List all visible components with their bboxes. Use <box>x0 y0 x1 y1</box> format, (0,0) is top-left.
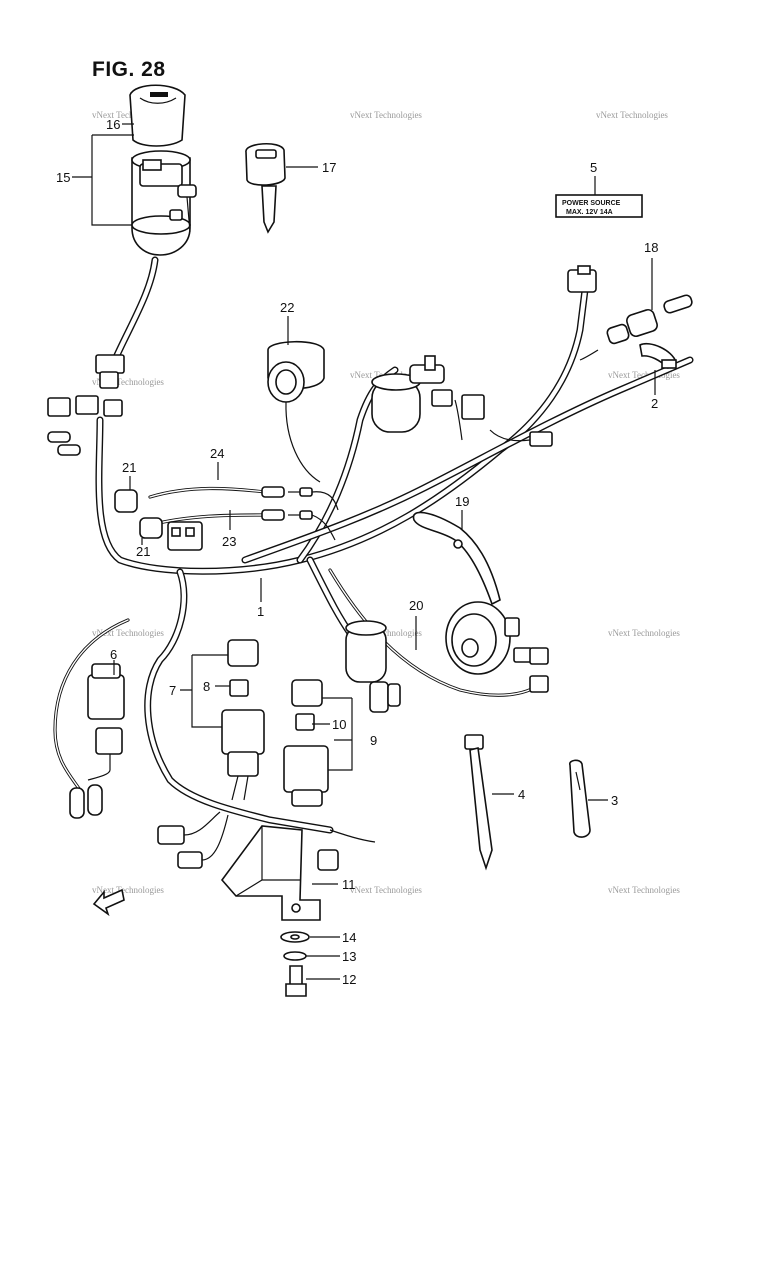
callout-7: 7 <box>169 683 176 698</box>
callout-15: 15 <box>56 170 70 185</box>
callout-10: 10 <box>332 717 346 732</box>
callout-2: 2 <box>651 396 658 411</box>
bottom-connectors <box>157 811 376 871</box>
horn-wire <box>328 568 547 697</box>
ignition-coil <box>371 355 485 441</box>
callout-22: 22 <box>280 300 294 315</box>
callout-6: 6 <box>110 647 117 662</box>
handlebar-clamp <box>267 340 325 483</box>
figure-title: FIG. 28 <box>92 58 166 81</box>
callout-8: 8 <box>203 679 210 694</box>
callout-3: 3 <box>611 793 618 808</box>
cable-tie-4 <box>464 734 493 871</box>
accessory-socket <box>567 265 693 361</box>
label-plate-line2: MAX. 12V 14A <box>566 209 613 216</box>
callout-23: 23 <box>222 534 236 549</box>
washer-13 <box>283 951 307 961</box>
callout-13: 13 <box>342 949 356 964</box>
condenser <box>345 620 401 713</box>
washer-14 <box>280 931 310 943</box>
forward-arrow-icon <box>92 888 125 917</box>
watermark: vNext Technologies <box>92 377 164 387</box>
callout-24: 24 <box>210 446 224 461</box>
relay <box>53 618 130 819</box>
watermark: vNext Technologies <box>608 370 680 380</box>
horn <box>412 511 533 675</box>
watermark: vNext Technologies <box>350 628 422 638</box>
ignition-key <box>245 143 286 234</box>
fuse-holder-set-9 <box>283 679 329 807</box>
callout-19: 19 <box>455 494 469 509</box>
watermark: vNext Technologies <box>350 885 422 895</box>
bolt-12 <box>285 965 307 997</box>
watermark: vNext Technologies <box>608 885 680 895</box>
power-source-label-plate: POWER SOURCE MAX. 12V 14A <box>555 194 643 218</box>
watermarks: vNext Technologies vNext Technologies vN… <box>92 110 680 895</box>
callout-9: 9 <box>370 733 377 748</box>
callout-21-top: 21 <box>122 460 136 475</box>
callout-4: 4 <box>518 787 525 802</box>
watermark: vNext Technologies <box>92 628 164 638</box>
label-plate-line1: POWER SOURCE <box>562 200 621 207</box>
callout-18: 18 <box>644 240 658 255</box>
mounting-bracket <box>220 825 321 921</box>
callout-17: 17 <box>322 160 336 175</box>
band-clip-3 <box>569 759 591 838</box>
harness-connectors-left <box>47 395 123 456</box>
watermark: vNext Technologies <box>608 628 680 638</box>
callout-14: 14 <box>342 930 356 945</box>
socket-clamp <box>639 343 677 370</box>
callout-12: 12 <box>342 972 356 987</box>
watermark: vNext Technologies <box>596 110 668 120</box>
harness-connector-right <box>489 429 553 447</box>
callout-16: 16 <box>106 117 120 132</box>
horn-connectors <box>529 647 549 693</box>
callout-5: 5 <box>590 160 597 175</box>
ignition-switch-cap <box>129 84 186 147</box>
fuse-holder-set-7 <box>221 639 265 801</box>
watermark: vNext Technologies <box>92 110 164 120</box>
callout-11: 11 <box>342 877 356 892</box>
callout-20: 20 <box>409 598 423 613</box>
callout-21-bottom: 21 <box>136 544 150 559</box>
relay-block <box>167 521 203 551</box>
callout-numbers: 15 16 17 5 18 2 22 24 21 21 23 1 19 20 6… <box>56 117 658 987</box>
watermark: vNext Technologies <box>92 885 164 895</box>
watermark: vNext Technologies <box>350 110 422 120</box>
cord-boots <box>114 489 163 539</box>
leader-lines <box>72 123 656 980</box>
ignition-switch <box>95 150 197 389</box>
callout-1: 1 <box>257 604 264 619</box>
